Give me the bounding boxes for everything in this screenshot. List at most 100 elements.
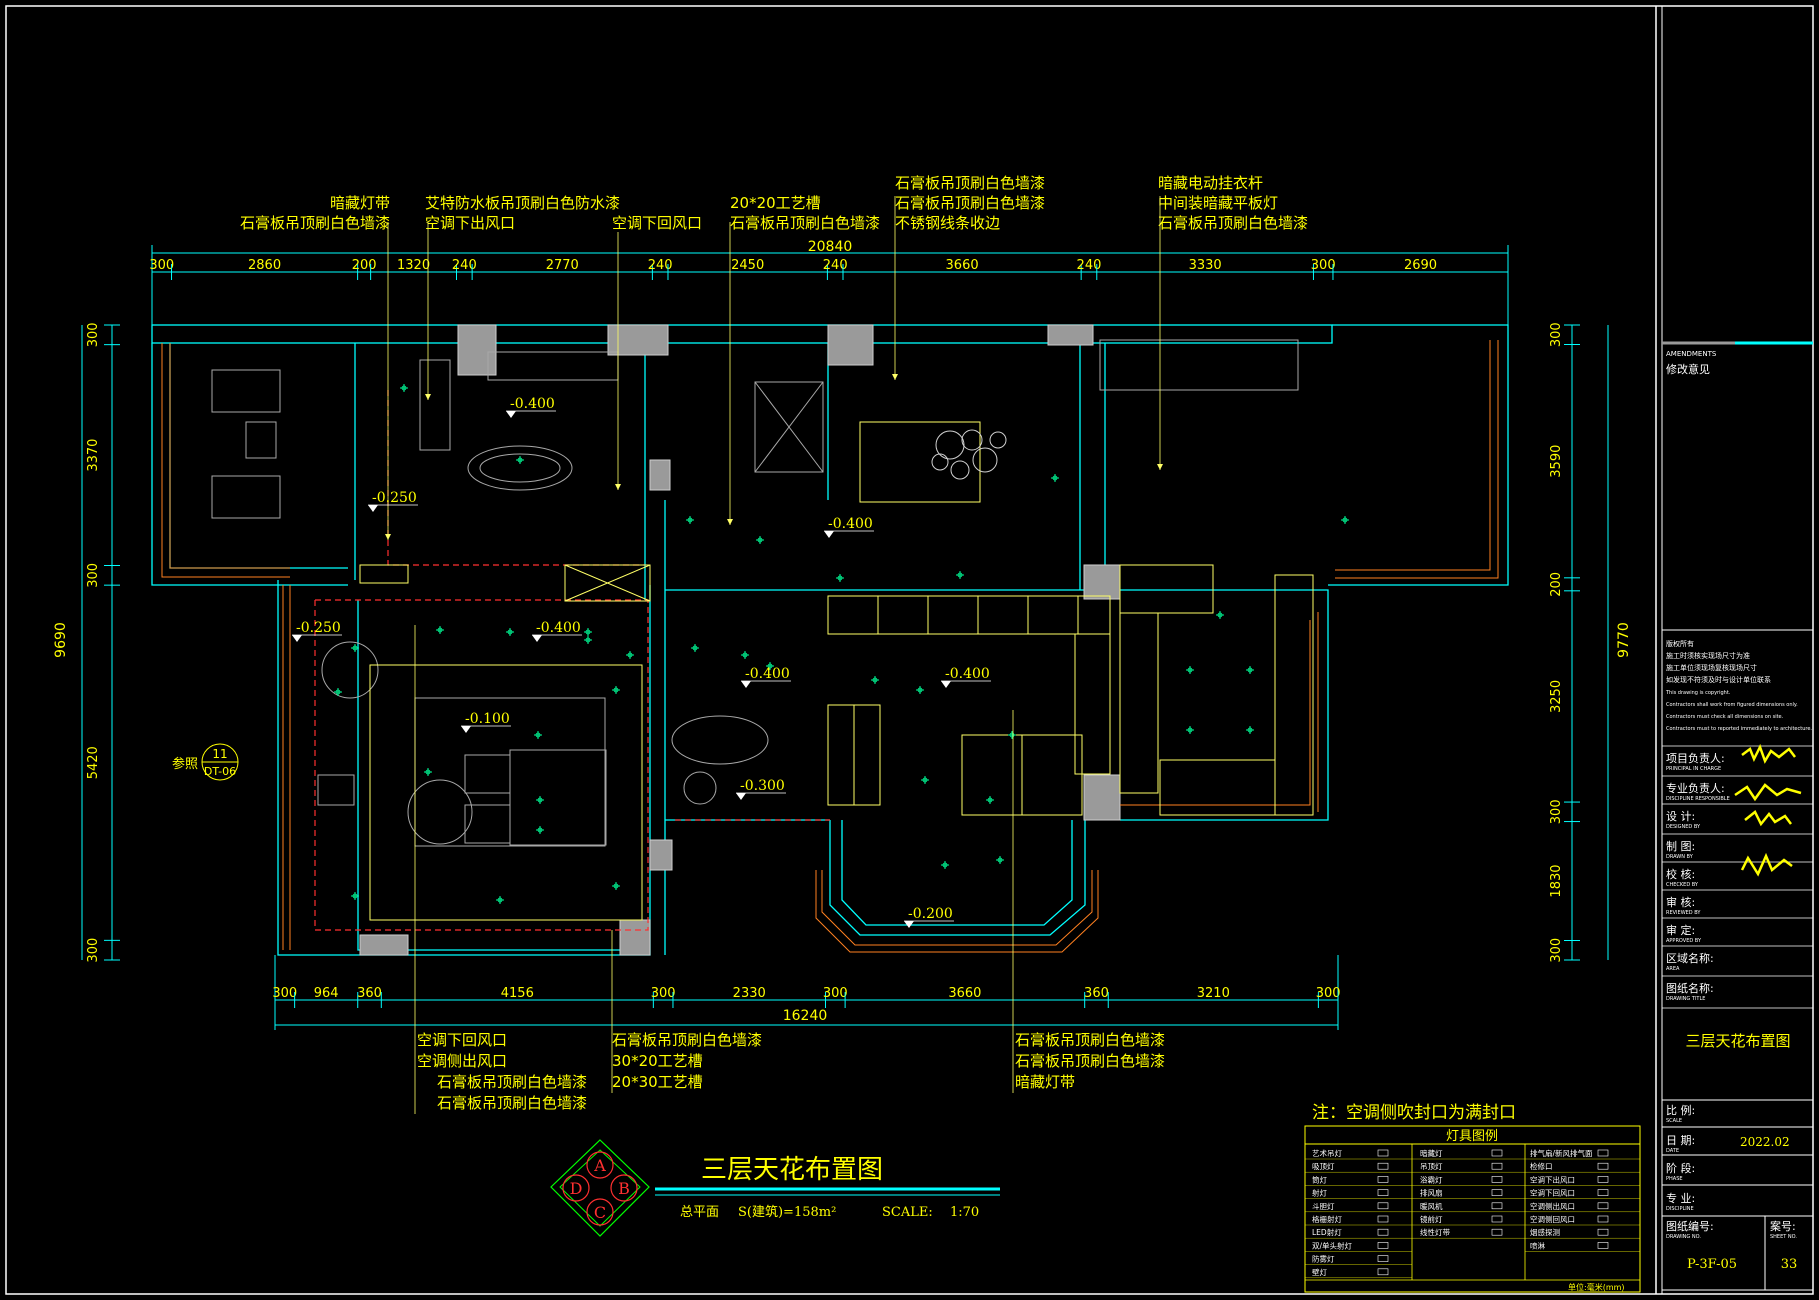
tb-row-label: 审 核: [1666,895,1695,909]
legend-item: 暗藏灯 [1420,1148,1443,1158]
level-value: -0.250 [296,620,341,636]
legend-item: 排气扇/新风排气面 [1530,1148,1593,1158]
dim-value: 2450 [731,258,764,273]
annotation-line: 空调下回风口 [417,1031,507,1049]
legend-title: 灯具图例 [1446,1129,1498,1144]
tb-row-en: DRAWING TITLE [1666,996,1705,1002]
tb-row-en: CHECKED BY [1666,882,1699,888]
level-value: -0.100 [465,711,510,727]
light-fixtures [334,384,1349,904]
downlight-icon [612,686,620,694]
downlight-icon [1341,516,1349,524]
sheet-border [5,5,1814,1295]
tb-row-en: AREA [1666,966,1680,972]
dimensions-top [151,245,1509,325]
legend-symbol-icon [1491,1202,1503,1210]
dim-value: 3660 [946,258,979,273]
downlight-icon [612,882,620,890]
dim-value: 3660 [948,986,981,1001]
downlight-icon [1186,726,1194,734]
downlight-icon [334,688,342,696]
legend-symbol-icon [1491,1149,1503,1157]
tb-row-label: 区域名称: [1666,951,1714,965]
dim-value: 3370 [86,439,101,472]
downlight-icon [871,676,879,684]
annotation-line: 石膏板吊顶刷白色墙漆 [437,1094,587,1112]
legend-item: LED射灯 [1312,1227,1342,1237]
legend-item: 格栅射灯 [1312,1214,1342,1224]
subtitle-s: S(建筑)=158m² [738,1204,836,1220]
legend-symbol-icon [1377,1268,1389,1276]
downlight-icon [351,892,359,900]
dim-value: 300 [1316,986,1341,1001]
legend-item: 艺术吊灯 [1312,1148,1342,1158]
reference-sheet: DT-06 [204,765,236,778]
legend-symbol-icon [1377,1162,1389,1170]
downlight-icon [956,571,964,579]
legend-symbol-icon [1377,1189,1389,1196]
downlight-icon [686,516,694,524]
downlight-icon [1246,726,1254,734]
copyright-line: This drawing is copyright. [1665,690,1731,696]
legend-symbol-icon [1491,1228,1503,1236]
legend-item: 烟感探测 [1530,1227,1560,1237]
tb-row-label: 设 计: [1666,810,1695,823]
downlight-icon [741,651,749,659]
dim-value: 964 [314,986,339,1001]
annotation-line: 暗藏电动挂衣杆 [1158,174,1263,192]
level-value: -0.300 [740,778,785,794]
legend-item: 线性灯带 [1420,1227,1450,1237]
legend-item: 镜前灯 [1420,1214,1443,1224]
annotation-callout: 空调下回风口 [612,214,702,490]
tb-row-label: 项目负责人: [1666,751,1725,765]
dim-value: 3590 [1549,445,1564,478]
compass-a: A [593,1156,606,1175]
annotation-line: 石膏板吊顶刷白色墙漆 [612,1031,762,1049]
dim-total-right: 9770 [1616,622,1632,658]
legend-item: 壁灯 [1312,1267,1328,1277]
amendments-cn: 修改意见 [1666,362,1710,376]
dim-value: 300 [86,563,101,588]
tb-phase-label: 阶 段: [1666,1161,1695,1175]
copyright-line: Contractors shall work from figured dime… [1666,702,1798,708]
compass-d: D [570,1179,583,1198]
dim-value: 1320 [397,258,430,273]
level-value: -0.400 [510,396,555,412]
annotation-line: 石膏板吊顶刷白色墙漆 [1015,1052,1165,1070]
dimensions-left [81,325,113,960]
dim-value: 300 [1549,322,1564,347]
level-marker: -0.400 [941,666,991,688]
tb-row-en: DRAWN BY [1666,854,1694,860]
annotation-line: 中间装暗藏平板灯 [1158,194,1278,212]
scale-label: SCALE: [882,1205,933,1220]
annotation-line: 空调下出风口 [425,214,515,232]
downlight-icon [351,644,359,652]
annotation-line: 石膏板吊顶刷白色墙漆 [895,174,1045,192]
annotation-line: 艾特防水板吊顶刷白色防水漆 [425,194,620,212]
tb-drawing-name: 三层天花布置图 [1685,1032,1790,1050]
dim-value: 2690 [1404,258,1437,273]
annotation-line: 石膏板吊顶刷白色墙漆 [1015,1031,1165,1049]
dim-value: 5420 [86,746,101,779]
legend-item: 空调下出风口 [1530,1174,1575,1184]
tb-discipline-en: DISCIPLINE [1666,1206,1694,1212]
building-walls [151,324,1509,956]
tb-date-en: DATE [1666,1148,1679,1154]
tb-sheet-label: 案号: [1770,1219,1796,1233]
level-marker: -0.400 [741,666,791,688]
legend-symbol-icon [1597,1176,1609,1183]
legend-item: 筒灯 [1312,1174,1328,1184]
dim-value: 2770 [546,258,579,273]
downlight-icon [534,731,542,739]
legend-symbol-icon [1597,1149,1609,1157]
annotation-line: 石膏板吊顶刷白色墙漆 [895,194,1045,212]
downlight-icon [516,456,524,464]
tb-phase-en: PHASE [1666,1176,1683,1182]
window-frames [161,340,1499,953]
annotation-line: 石膏板吊顶刷白色墙漆 [1158,214,1308,232]
